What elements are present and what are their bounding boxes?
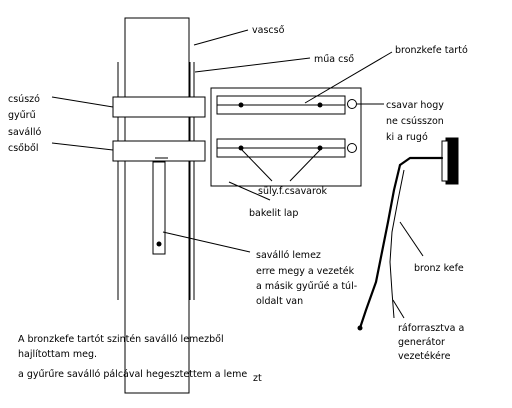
label-bakelit: bakelit lap [249,208,298,219]
label-csavar-2: ne csússzon [386,116,444,127]
generator-wire [389,169,405,319]
note-line-3: a gyűrűre saválló pálcával hegesztettem … [18,369,247,380]
leader-lemez [162,231,251,253]
label-lemez-4: oldalt van [256,296,303,307]
label-raforrasztva-2: generátor [398,337,445,348]
label-csuszo-2: gyűrű [8,110,36,121]
note-tail: zt [253,373,262,384]
label-csavar-3: ki a rugó [386,132,428,143]
screw-upper-right [317,102,323,108]
label-sully: süly.f.csavarok [258,186,328,197]
label-csuszo-4: csőből [8,143,38,154]
leader-bronz-kefe [399,221,424,257]
leader-sully-right [289,149,321,182]
note-line-2: hajlítottam meg. [18,349,97,360]
screw-lower-right [317,145,323,151]
label-csavar-1: csavar hogy [386,100,444,111]
label-csuszo-1: csúszó [8,94,40,105]
leader-bakelit [228,181,271,201]
brush-arm [398,156,444,167]
brush-end [357,325,363,331]
leader-csuszo-lower [51,142,114,151]
label-bronzkefe-tarto: bronzkefe tartó [395,45,468,56]
leader-sully-left [241,149,273,182]
stop-screw-lower [347,143,357,153]
leader-raforrasztva [392,299,405,319]
slip-ring-upper [112,96,206,118]
stop-screw-upper [347,99,357,109]
screw-lower-left [238,145,244,151]
label-csuszo-3: saválló [8,127,41,138]
label-lemez-3: a másik gyűrűé a túl- [256,281,357,292]
label-raforrasztva-1: ráforrasztva a [398,323,464,334]
label-bronz-kefe: bronz kefe [414,263,464,274]
stainless-plate [152,161,166,255]
label-lemez-2: erre megy a vezeték [256,266,355,277]
label-lemez-1: saválló lemez [256,250,321,261]
label-raforrasztva-3: vezetékére [398,351,451,362]
leader-vascso [193,29,249,46]
label-vascso: vascső [252,25,285,36]
leader-tarto [304,51,393,104]
leader-csuszo-upper [51,96,114,108]
slip-ring-lower [112,140,206,162]
leader-muacso [194,57,311,73]
screw-upper-left [238,102,244,108]
brush-holder-plate [441,140,449,182]
label-muacso: műa cső [314,54,354,65]
note-line-1: A bronzkefe tartót szintén saválló lemez… [18,334,224,345]
plate-hole [156,241,162,247]
bronze-brush [358,163,402,330]
